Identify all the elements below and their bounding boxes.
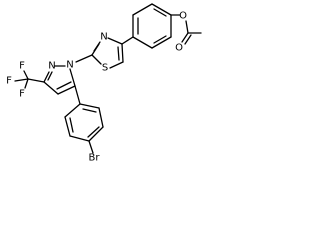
bond [151, 3, 172, 16]
bond [181, 32, 189, 43]
fluorine-bottom-label: F [19, 89, 25, 100]
bond [185, 20, 189, 34]
bond [14, 78, 29, 82]
bond [117, 46, 120, 61]
bond [74, 85, 81, 105]
bond [87, 126, 100, 138]
carbonyl-oxygen-label: O [175, 43, 183, 54]
bond [24, 78, 29, 89]
bond [184, 34, 192, 45]
bond [64, 116, 71, 137]
bond [43, 81, 59, 95]
bromine-label: Br [89, 153, 101, 164]
bond [82, 108, 97, 113]
bond [47, 71, 53, 81]
bond [153, 8, 167, 17]
pyrazole-n1-label: N [66, 60, 73, 71]
bond [107, 37, 123, 45]
bond [64, 103, 81, 118]
bond [75, 54, 93, 63]
molecule-structure: O O S N N N F F F Br [6, 3, 202, 164]
bond [69, 117, 74, 133]
pyrazole-n2-label: N [48, 61, 55, 72]
bond [121, 43, 124, 63]
bond [43, 71, 50, 83]
bond [56, 81, 72, 90]
bond [88, 126, 104, 142]
bond [79, 103, 100, 109]
bond [132, 36, 153, 49]
bond [109, 61, 124, 69]
ester-oxygen-label: O [179, 11, 187, 22]
bond [27, 78, 45, 83]
thiazole-nitrogen-label: N [100, 32, 107, 43]
bond [98, 107, 104, 128]
bond [88, 140, 94, 154]
thiazole-sulfur-label: S [102, 63, 108, 74]
bond [132, 3, 153, 16]
fluorine-left-label: F [6, 76, 12, 87]
bond [151, 36, 172, 49]
atom-labels: O O S N N N F F F Br [6, 11, 187, 164]
bonds [14, 3, 202, 154]
bond [153, 35, 167, 44]
bond [69, 68, 76, 87]
bond [69, 135, 90, 142]
bond [121, 36, 134, 45]
bond [57, 85, 76, 95]
fluorine-top-label: F [19, 61, 25, 72]
bond [91, 54, 102, 65]
bond [93, 41, 101, 52]
bond [23, 70, 29, 80]
